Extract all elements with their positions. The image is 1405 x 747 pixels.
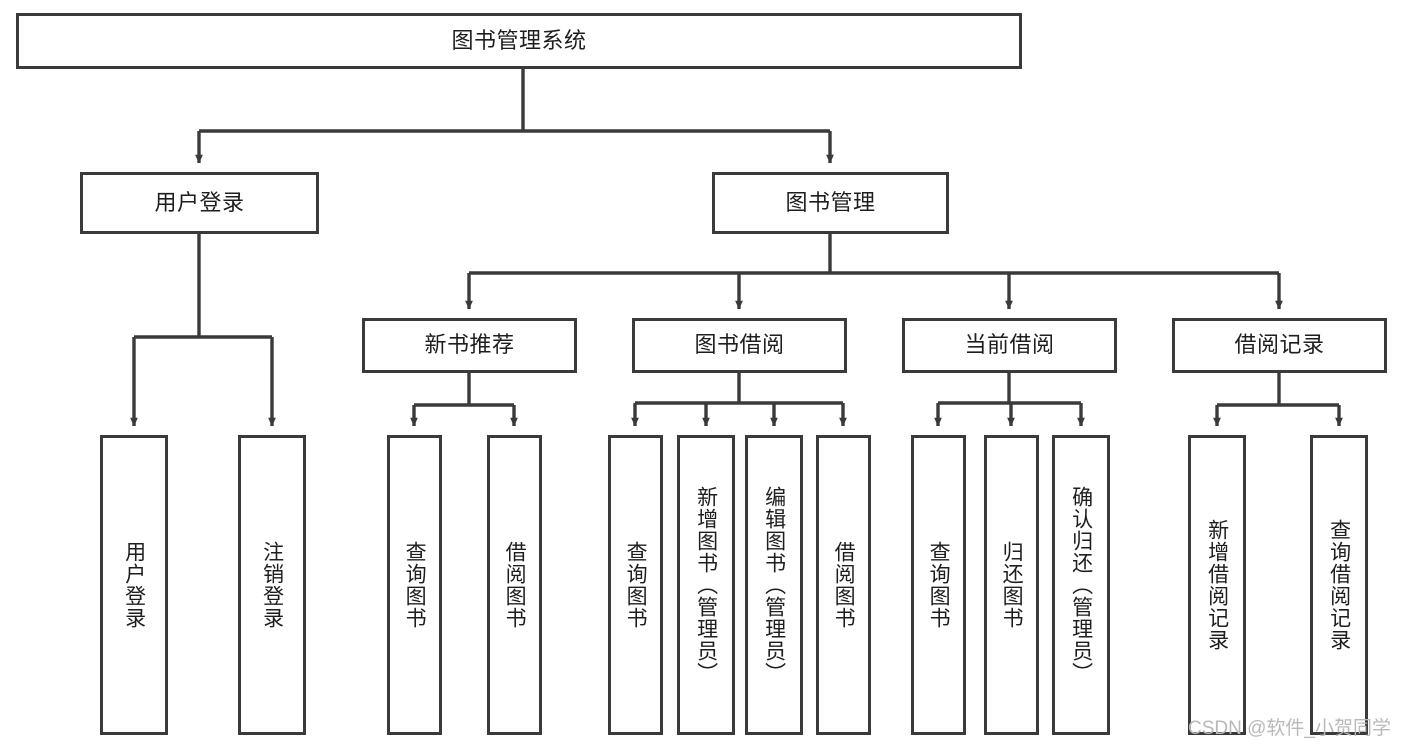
node-leaf-confirm-return-label: 确认归还（管理员） <box>1069 486 1093 684</box>
node-leaf-user-login-label: 用户登录 <box>122 541 146 629</box>
node-leaf-query-book-1[interactable]: 查询图书 <box>387 435 442 735</box>
node-root-label: 图书管理系统 <box>451 27 587 53</box>
node-new-book-rec[interactable]: 新书推荐 <box>362 318 577 373</box>
node-leaf-borrow-book-1-label: 借阅图书 <box>503 541 527 629</box>
node-current-borrow[interactable]: 当前借阅 <box>902 318 1117 373</box>
node-borrow-record-label: 借阅记录 <box>1234 332 1325 358</box>
node-user-login-label: 用户登录 <box>154 189 245 215</box>
node-book-borrow[interactable]: 图书借阅 <box>632 318 847 373</box>
node-leaf-edit-book-label: 编辑图书（管理员） <box>762 486 786 684</box>
node-leaf-logout-label: 注销登录 <box>260 541 284 629</box>
node-leaf-query-record-label: 查询借阅记录 <box>1327 519 1351 651</box>
node-leaf-query-book-3-label: 查询图书 <box>927 541 951 629</box>
node-leaf-edit-book[interactable]: 编辑图书（管理员） <box>745 435 803 735</box>
node-leaf-add-book[interactable]: 新增图书（管理员） <box>677 435 735 735</box>
node-leaf-logout[interactable]: 注销登录 <box>238 435 306 735</box>
node-leaf-borrow-book-2-label: 借阅图书 <box>832 541 856 629</box>
node-book-manage[interactable]: 图书管理 <box>712 172 949 234</box>
node-root[interactable]: 图书管理系统 <box>16 13 1022 69</box>
node-leaf-query-book-3[interactable]: 查询图书 <box>911 435 966 735</box>
node-leaf-add-book-label: 新增图书（管理员） <box>694 486 718 684</box>
node-leaf-user-login[interactable]: 用户登录 <box>100 435 168 735</box>
node-leaf-confirm-return[interactable]: 确认归还（管理员） <box>1052 435 1110 735</box>
node-book-borrow-label: 图书借阅 <box>694 332 785 358</box>
node-current-borrow-label: 当前借阅 <box>964 332 1055 358</box>
node-leaf-query-book-2-label: 查询图书 <box>624 541 648 629</box>
node-leaf-query-book-2[interactable]: 查询图书 <box>608 435 663 735</box>
node-leaf-return-book-label: 归还图书 <box>1000 541 1024 629</box>
node-borrow-record[interactable]: 借阅记录 <box>1172 318 1387 373</box>
node-leaf-query-book-1-label: 查询图书 <box>403 541 427 629</box>
csdn-watermark: CSDN @软件_小贺同学 <box>1188 718 1391 739</box>
node-user-login[interactable]: 用户登录 <box>80 172 319 234</box>
node-book-manage-label: 图书管理 <box>785 189 876 215</box>
node-leaf-borrow-book-2[interactable]: 借阅图书 <box>816 435 871 735</box>
node-leaf-borrow-book-1[interactable]: 借阅图书 <box>487 435 542 735</box>
node-leaf-add-record[interactable]: 新增借阅记录 <box>1188 435 1246 735</box>
node-leaf-query-record[interactable]: 查询借阅记录 <box>1310 435 1368 735</box>
node-leaf-add-record-label: 新增借阅记录 <box>1205 519 1229 651</box>
node-leaf-return-book[interactable]: 归还图书 <box>984 435 1039 735</box>
node-new-book-rec-label: 新书推荐 <box>424 332 515 358</box>
